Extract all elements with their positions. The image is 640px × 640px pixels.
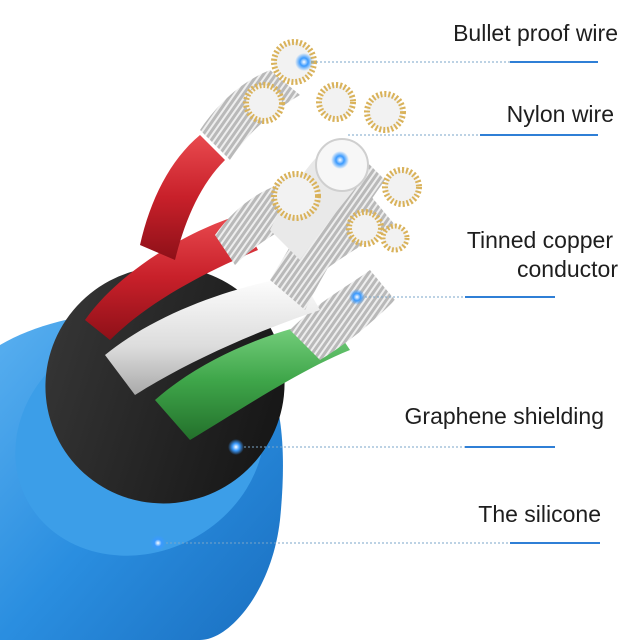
strand-bundle-a xyxy=(200,70,300,160)
white-wire xyxy=(105,275,320,395)
marker-silicone xyxy=(150,535,166,551)
conductor-end-2 xyxy=(243,82,285,124)
label-graphene-shielding: Graphene shielding xyxy=(404,403,604,429)
marker-nylon xyxy=(331,151,349,169)
conductor-end-3 xyxy=(316,82,356,122)
label-tinned-copper-line1: Tinned copper xyxy=(466,227,613,253)
label-tinned-copper-line2: conductor xyxy=(516,256,618,282)
conductor-end-6 xyxy=(382,167,422,207)
red-wire xyxy=(85,215,258,340)
conductor-ends xyxy=(243,39,422,253)
conductor-end-5 xyxy=(271,171,321,221)
conductor-end-8 xyxy=(380,223,410,253)
marker-graphene xyxy=(228,439,244,455)
conductor-end-7 xyxy=(346,209,384,247)
label-the-silicone: The silicone xyxy=(478,501,601,527)
label-bullet-proof-wire: Bullet proof wire xyxy=(453,20,618,46)
conductor-end-4 xyxy=(364,91,406,133)
red-wire-upper xyxy=(140,135,225,260)
green-wire xyxy=(155,320,350,440)
green-wire-strands xyxy=(290,270,395,360)
label-nylon-wire: Nylon wire xyxy=(506,101,614,127)
marker-bullet-proof xyxy=(295,53,313,71)
marker-tinned-copper xyxy=(349,289,365,305)
